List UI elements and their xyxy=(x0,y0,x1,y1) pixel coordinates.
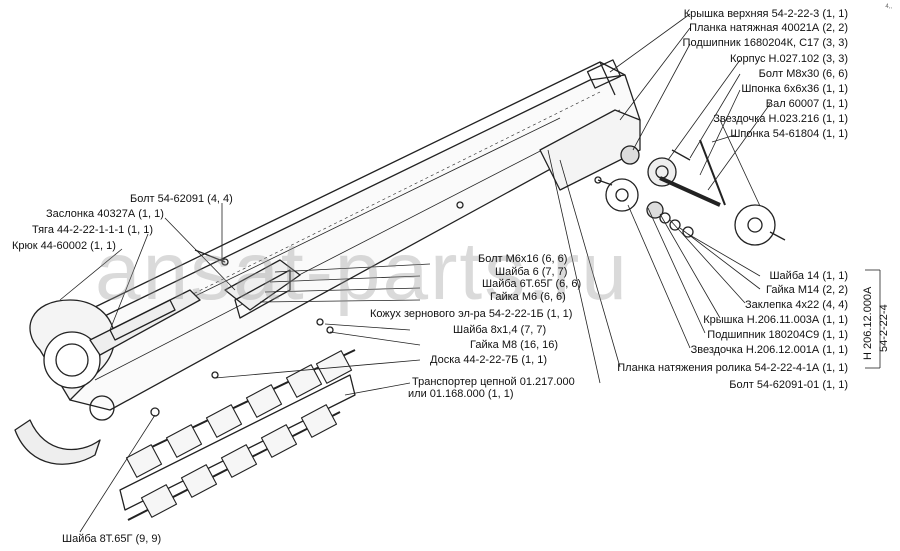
label-key-6x6x36: Шпонка 6х6х36 (1, 1) xyxy=(741,83,848,95)
label-bearing-180204: Подшипник 180204С9 (1, 1) xyxy=(707,329,848,341)
drive-sprocket xyxy=(734,204,776,246)
lower-sprocket-ring xyxy=(43,331,101,389)
label-washer-6t: Шайба 6Т.65Г (6, 6) xyxy=(482,278,582,290)
label-washer-8t: Шайба 8Т.65Г (9, 9) xyxy=(62,533,162,545)
watermark: ansat-parts.ru xyxy=(95,226,629,317)
label-washer-14: Шайба 14 (1, 1) xyxy=(769,270,848,282)
label-rod: Тяга 44-2-22-1-1-1 (1, 1) xyxy=(32,224,153,236)
bearing-part xyxy=(620,145,640,165)
shaft-part xyxy=(659,176,721,207)
top-cover-part xyxy=(586,59,622,89)
corner-mark: 4,, xyxy=(885,4,892,10)
label-washer-8x1-4: Шайба 8х1,4 (7, 7) xyxy=(453,324,547,336)
label-housing: Корпус Н.027.102 (3, 3) xyxy=(729,53,848,65)
label-board: Доска 44-2-22-7Б (1, 1) xyxy=(430,354,548,366)
label-key-54: Шпонка 54-61804 (1, 1) xyxy=(730,128,848,140)
label-hook: Крюк 44-60002 (1, 1) xyxy=(12,240,116,252)
label-bolt-54-62091-01: Болт 54-62091-01 (1, 1) xyxy=(729,379,848,391)
label-nut-m14: Гайка М14 (2, 2) xyxy=(766,284,848,296)
idler-sprocket xyxy=(605,178,639,212)
label-flap: Заслонка 40327А (1, 1) xyxy=(46,208,164,220)
label-bolt-54-62091: Болт 54-62091 (4, 4) xyxy=(130,193,233,205)
label-nut-m8: Гайка М8 (16, 16) xyxy=(470,339,559,351)
label-bearing: Подшипник 1680204К, С17 (3, 3) xyxy=(682,37,848,49)
label-rivet: Заклепка 4х22 (4, 4) xyxy=(744,299,848,311)
label-bolt-m8x30: Болт М8х30 (6, 6) xyxy=(758,68,848,80)
assembly-label-54-2-22-4: 54-2-22-4 xyxy=(878,304,890,352)
label-grain-elevator-cover: Кожух зернового эл-ра 54-2-22-1Б (1, 1) xyxy=(370,308,573,320)
label-nut-m6: Гайка М6 (6, 6) xyxy=(490,291,566,303)
assembly-label-h206: Н 206.12.000А xyxy=(862,286,874,360)
housing-part xyxy=(647,157,677,187)
label-tension-plate: Планка натяжная 40021А (2, 2) xyxy=(689,22,848,34)
label-sprocket: Звездочка Н.023.216 (1, 1) xyxy=(713,113,848,125)
label-cover-h206: Крышка Н.206.11.003А (1, 1) xyxy=(703,314,848,326)
label-chain-conveyor-alt: или 01.168.000 (1, 1) xyxy=(408,388,514,400)
chain-conveyor xyxy=(119,374,356,511)
label-bolt-m6x16: Болт М6х16 (6, 6) xyxy=(478,253,568,265)
hook-guard xyxy=(14,419,101,465)
label-sprocket-h206: Звездочка Н.206.12.001А (1, 1) xyxy=(690,344,848,356)
label-chain-conveyor: Транспортер цепной 01.217.000 xyxy=(412,376,575,388)
label-shaft: Вал 60007 (1, 1) xyxy=(765,98,848,110)
label-top-cover: Крышка верхняя 54-2-22-3 (1, 1) xyxy=(683,8,848,20)
label-roller-tension-plate: Планка натяжения ролика 54-2-22-4-1А (1,… xyxy=(617,362,848,374)
label-washer-6: Шайба 6 (7, 7) xyxy=(495,266,568,278)
